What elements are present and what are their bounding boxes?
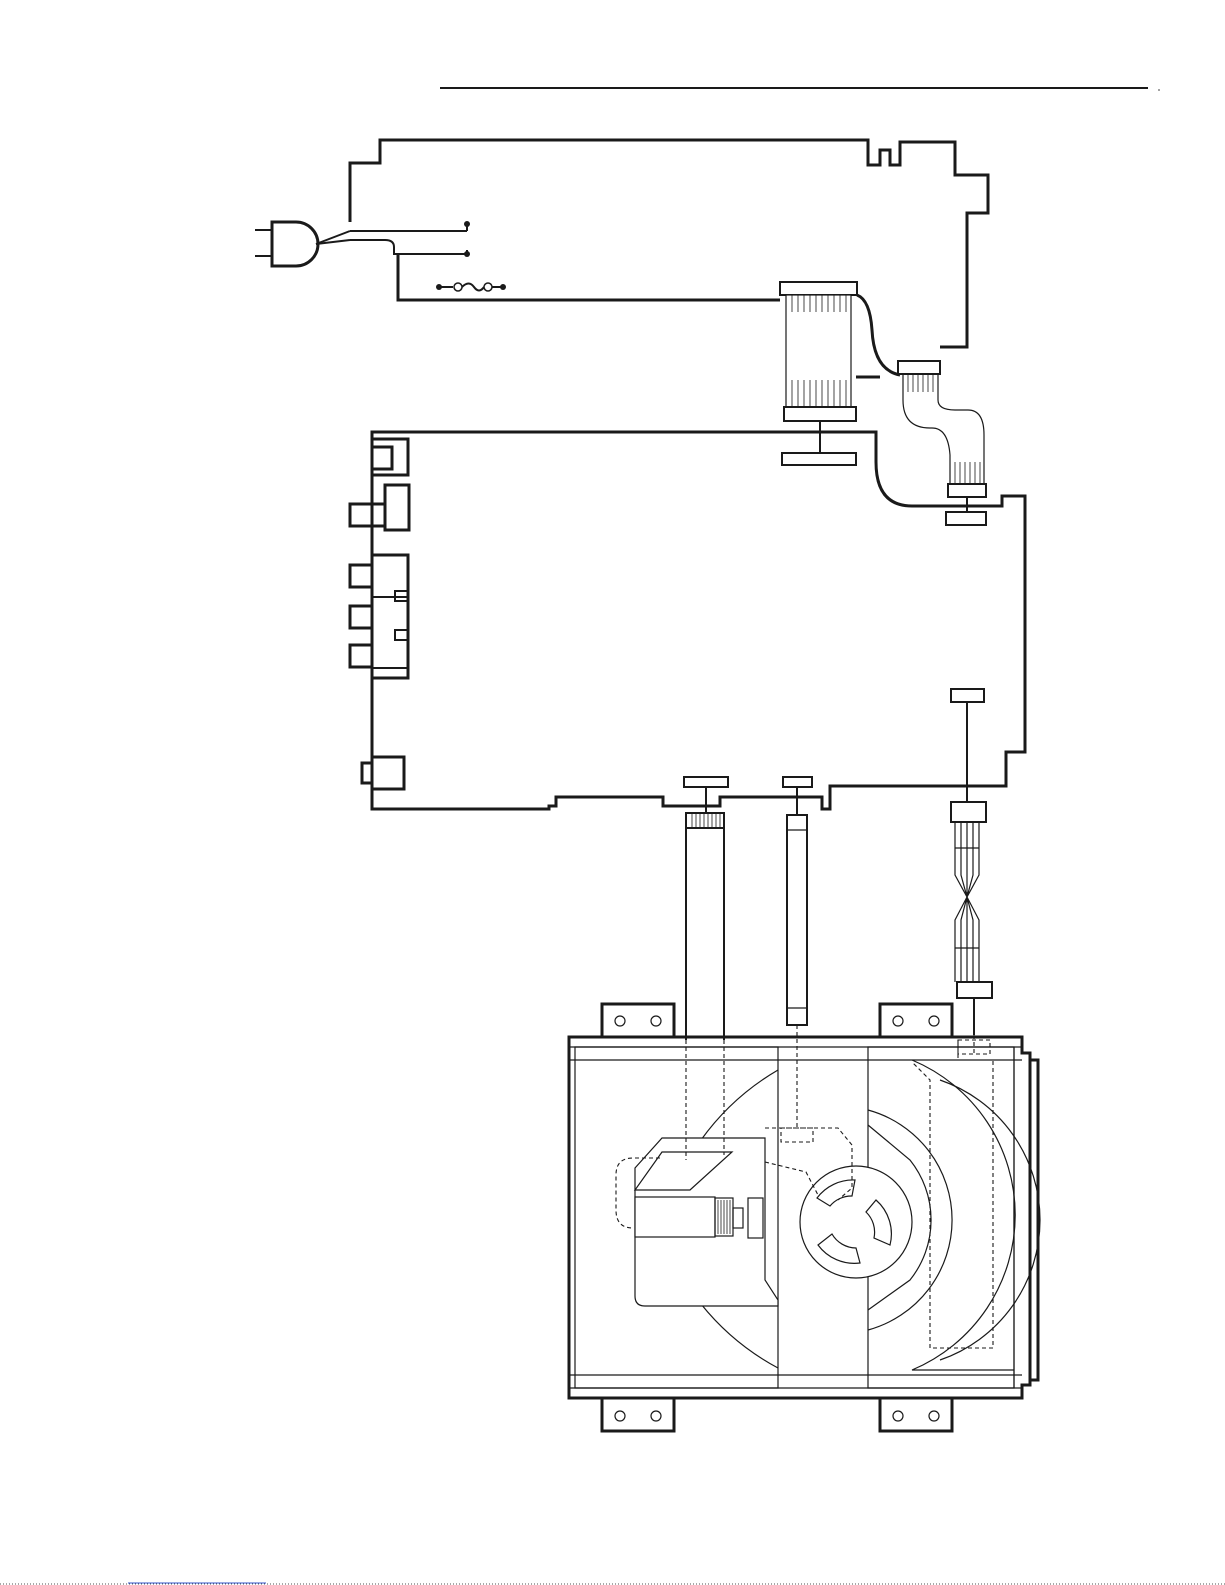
mount-tab-top-left bbox=[602, 1004, 674, 1037]
flat-cable-power-to-main bbox=[780, 282, 857, 452]
power-board bbox=[350, 140, 988, 377]
jack-switch bbox=[350, 485, 409, 530]
mount-tab-bottom-left bbox=[602, 1398, 674, 1431]
flat-cable-pickup bbox=[686, 787, 724, 1040]
fuse-icon bbox=[436, 283, 506, 291]
ac-plug-icon bbox=[255, 222, 350, 266]
main-board bbox=[350, 432, 1025, 809]
wire-harness bbox=[951, 702, 992, 1035]
flat-cable-motor bbox=[787, 787, 807, 1025]
cd-mechanism bbox=[569, 1004, 1040, 1431]
jack-top bbox=[372, 439, 408, 475]
mount-tab-top-right bbox=[880, 1004, 952, 1037]
av-jacks bbox=[350, 555, 408, 678]
jack-bottom bbox=[362, 757, 404, 789]
mount-tab-bottom-right bbox=[880, 1398, 952, 1431]
